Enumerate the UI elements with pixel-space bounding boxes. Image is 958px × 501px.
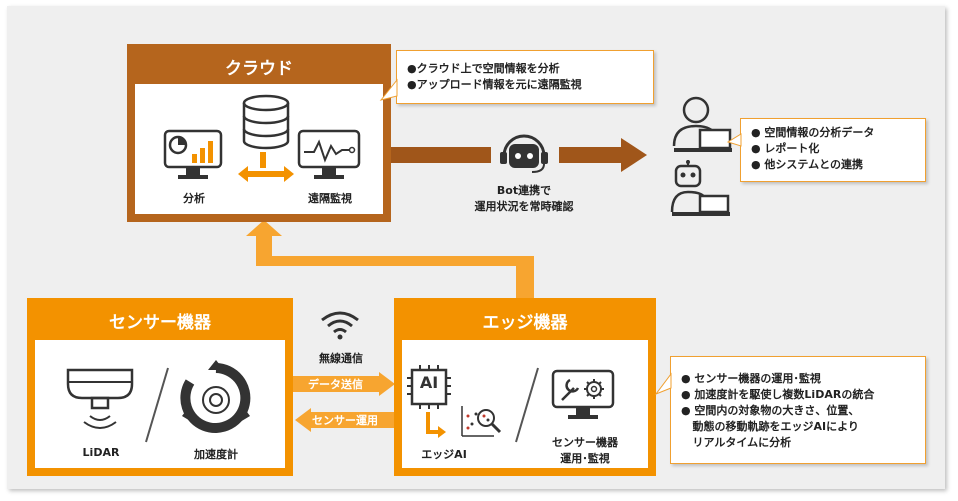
edge-ai-label: エッジAI	[421, 448, 467, 461]
cloud-inner-panel	[135, 84, 383, 214]
settings-monitor-icon	[551, 369, 615, 419]
analytics-monitor-icon	[163, 129, 223, 179]
edge-callout-line-5: リアルタイムに分析	[681, 436, 792, 449]
cloud-callout-line-1: ●クラウド上で空間情報を分析	[407, 62, 560, 75]
bot-headset-icon	[500, 134, 548, 173]
remote-monitor-icon	[297, 129, 361, 179]
wireless-label: 無線通信	[319, 352, 363, 365]
data-send-label: データ送信	[308, 378, 363, 391]
edge-callout: ● センサー機器の運用･監視 ● 加速度計を駆使し複数LiDARの統合 ● 空間…	[670, 356, 926, 464]
lidar-label: LiDAR	[82, 446, 120, 459]
ai-chip-icon	[407, 365, 451, 409]
edge-ops-label-1: センサー機器	[552, 436, 618, 449]
output-callout: ● 空間情報の分析データ ● レポート化 ● 他システムとの連携	[740, 118, 926, 182]
divider-slash	[145, 367, 169, 443]
sensor-ops-label: センサー運用	[312, 414, 378, 427]
edge-divider-slash	[515, 367, 539, 443]
cloud-to-users-arrow	[391, 138, 647, 172]
cloud-callout-pointer	[379, 78, 398, 101]
remote-monitoring-label: 遠隔監視	[308, 192, 352, 205]
ai-chip-text: AI	[419, 373, 439, 392]
ai-output-arrow	[426, 412, 446, 438]
edge-title: エッジ機器	[482, 313, 568, 333]
cloud-title: クラウド	[225, 59, 293, 79]
accelerometer-label: 加速度計	[194, 448, 238, 461]
data-analysis-magnifier-icon	[461, 406, 502, 437]
edge-callout-line-4: 動態の移動軌跡をエッジAIにより	[681, 420, 859, 433]
bidirectional-arrow-icon	[238, 152, 294, 182]
output-callout-line-3: ● 他システムとの連携	[751, 158, 863, 171]
sensor-title: センサー機器	[109, 313, 211, 333]
bot-line-2: 運用状況を常時確認	[474, 200, 574, 213]
analysis-label: 分析	[183, 192, 205, 205]
data-send-arrow	[293, 372, 395, 396]
edge-ops-label-2: 運用･監視	[560, 452, 610, 465]
wifi-icon	[321, 311, 359, 340]
robot-laptop-icon	[670, 160, 730, 216]
edge-callout-line-1: ● センサー機器の運用･監視	[681, 372, 821, 385]
edge-callout-line-3: ● 空間内の対象物の大きさ、位置、	[681, 404, 860, 417]
cloud-callout-line-2: ●アップロード情報を元に遠隔監視	[407, 78, 582, 91]
database-icon	[242, 94, 290, 150]
cloud-callout: ●クラウド上で空間情報を分析 ●アップロード情報を元に遠隔監視	[396, 50, 654, 104]
sensor-ops-arrow	[295, 408, 397, 432]
output-callout-pointer	[726, 133, 742, 147]
lidar-sensor-icon	[66, 368, 134, 429]
person-laptop-icon	[672, 96, 732, 152]
edge-callout-line-2: ● 加速度計を駆使し複数LiDARの統合	[681, 388, 875, 401]
output-callout-line-1: ● 空間情報の分析データ	[751, 126, 875, 139]
edge-callout-pointer	[654, 372, 672, 396]
accelerometer-icon	[180, 360, 251, 433]
bot-line-1: Bot連携で	[496, 184, 552, 197]
cloud-box: クラウド	[127, 44, 391, 222]
output-callout-line-2: ● レポート化	[751, 142, 820, 155]
